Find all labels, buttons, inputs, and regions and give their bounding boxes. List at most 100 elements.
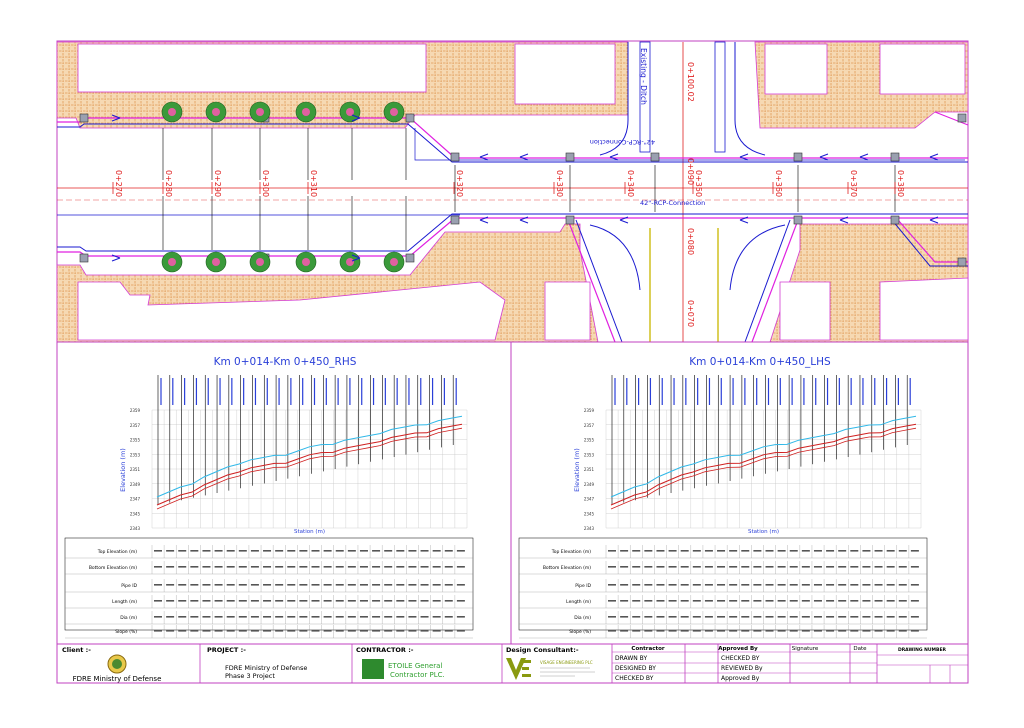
table-row-label: Slope (%) — [569, 629, 591, 635]
table-cell-value-mark — [717, 600, 726, 602]
table-cell-value-mark — [408, 566, 417, 568]
table-cell-value-mark — [202, 550, 211, 552]
table-cell-value-mark — [238, 584, 247, 586]
drain-pipe-upper — [57, 117, 968, 159]
table-cell-value-mark — [275, 630, 284, 632]
table-cell-value-mark — [729, 630, 738, 632]
table-cell-value-mark — [263, 566, 272, 568]
building-block — [879, 43, 966, 95]
table-cell-value-mark — [874, 630, 883, 632]
table-cell-value-mark — [729, 550, 738, 552]
manhole — [890, 215, 900, 225]
table-cell-value-mark — [704, 550, 713, 552]
table-cell-value-mark — [166, 616, 175, 618]
y-tick-label: 2355 — [130, 438, 141, 443]
table-cell-value-mark — [275, 600, 284, 602]
table-cell-value-mark — [444, 566, 453, 568]
table-cell-value-mark — [644, 600, 653, 602]
table-cell-value-mark — [311, 616, 320, 618]
reviewed-by-label: REVIEWED By — [721, 665, 763, 672]
table-cell-value-mark — [323, 600, 332, 602]
project-header: PROJECT :- — [207, 646, 246, 654]
flow-arrow-icon — [111, 114, 121, 122]
table-cell-value-mark — [668, 616, 677, 618]
table-cell-value-mark — [717, 550, 726, 552]
table-cell-value-mark — [886, 600, 895, 602]
table-cell-value-mark — [862, 616, 871, 618]
y-tick-label: 2349 — [584, 482, 595, 487]
table-cell-value-mark — [154, 630, 162, 632]
table-cell-value-mark — [789, 600, 798, 602]
table-cell-value-mark — [741, 600, 750, 602]
table-cell-value-mark — [456, 550, 465, 552]
table-row-label: Bottom Elevation (m) — [89, 565, 137, 571]
table-cell-value-mark — [396, 566, 405, 568]
table-cell-value-mark — [826, 584, 835, 586]
table-cell-value-mark — [263, 584, 272, 586]
table-cell-value-mark — [741, 550, 750, 552]
table-cell-value-mark — [359, 550, 368, 552]
table-cell-value-mark — [347, 550, 356, 552]
table-cell-value-mark — [202, 584, 211, 586]
chainage-label: 0+300 — [261, 170, 270, 197]
table-cell-value-mark — [826, 566, 835, 568]
table-cell-value-mark — [608, 600, 616, 602]
table-cell-value-mark — [886, 630, 895, 632]
table-cell-value-mark — [372, 566, 381, 568]
table-cell-value-mark — [910, 584, 919, 586]
table-cell-value-mark — [359, 600, 368, 602]
table-cell-value-mark — [620, 600, 629, 602]
table-cell-value-mark — [704, 566, 713, 568]
table-cell-value-mark — [620, 584, 629, 586]
flow-arrow-icon — [859, 153, 869, 161]
profile-line — [156, 427, 463, 510]
table-cell-value-mark — [311, 630, 320, 632]
table-row-label: Top Elevation (m) — [551, 549, 591, 555]
table-cell-value-mark — [250, 584, 259, 586]
flow-arrows — [111, 114, 939, 262]
table-cell-value-mark — [166, 630, 175, 632]
table-cell-value-mark — [850, 600, 859, 602]
table-cell-value-mark — [263, 630, 272, 632]
y-axis-label: Elevation (m) — [119, 448, 127, 492]
chainage-label: 0+280 — [164, 170, 173, 197]
table-cell-value-mark — [408, 584, 417, 586]
approved-column-header: Approved By — [718, 646, 758, 652]
table-cell-value-mark — [765, 584, 774, 586]
cross-pipe — [575, 219, 623, 343]
table-cell-value-mark — [347, 584, 356, 586]
table-cell-value-mark — [862, 584, 871, 586]
table-cell-value-mark — [801, 630, 810, 632]
flow-arrow-icon — [519, 216, 529, 224]
table-cell-value-mark — [250, 566, 259, 568]
table-cell-value-mark — [644, 584, 653, 586]
tree-icon — [390, 258, 398, 266]
contractor-header: CONTRACTOR :- — [356, 646, 414, 654]
flow-arrow-icon — [479, 153, 489, 161]
manhole — [793, 215, 803, 225]
table-cell-value-mark — [753, 584, 762, 586]
manhole — [957, 257, 967, 267]
contractor-name-2: Contractor PLC. — [390, 671, 445, 679]
manhole — [79, 253, 89, 263]
table-cell-value-mark — [250, 630, 259, 632]
table-cell-value-mark — [384, 584, 393, 586]
y-tick-label: 2349 — [130, 482, 141, 487]
table-cell-value-mark — [656, 630, 665, 632]
table-cell-value-mark — [886, 584, 895, 586]
table-cell-value-mark — [456, 566, 465, 568]
table-cell-value-mark — [826, 630, 835, 632]
table-cell-value-mark — [456, 584, 465, 586]
table-cell-value-mark — [680, 600, 689, 602]
cross-chainage-label: 0+090 — [686, 158, 695, 185]
table-cell-value-mark — [777, 630, 786, 632]
table-cell-value-mark — [789, 616, 798, 618]
table-cell-value-mark — [874, 550, 883, 552]
table-cell-value-mark — [838, 616, 847, 618]
building-block — [77, 43, 427, 93]
table-cell-value-mark — [275, 584, 284, 586]
manhole — [890, 152, 900, 162]
table-cell-value-mark — [608, 566, 616, 568]
existing-ditch-label: Existing - Ditch — [639, 48, 648, 105]
building-block — [544, 281, 591, 341]
